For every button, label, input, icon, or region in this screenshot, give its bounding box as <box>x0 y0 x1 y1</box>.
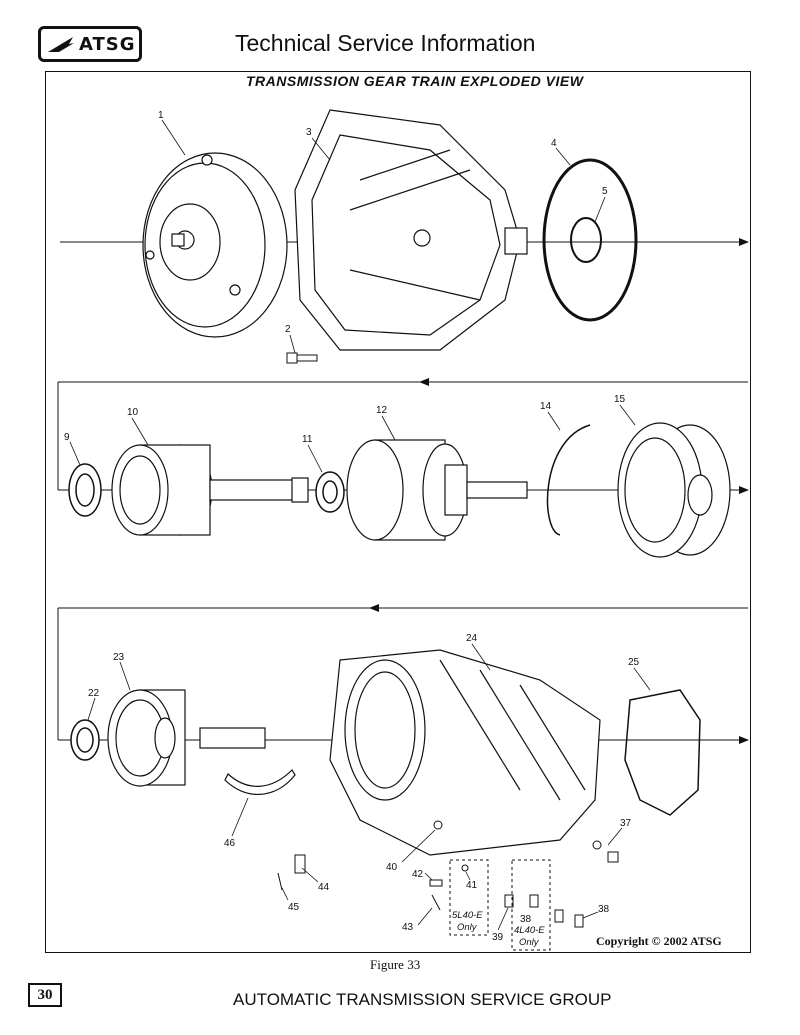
callout-39: 39 <box>492 932 504 943</box>
callout-43: 43 <box>402 922 414 933</box>
figure-caption: Figure 33 <box>370 957 421 972</box>
callout-labels: 1 2 3 4 5 9 10 11 12 14 15 22 23 24 25 3… <box>64 110 640 943</box>
clutch-pack-15 <box>617 422 731 558</box>
callout-5: 5 <box>602 186 608 197</box>
diagram-title: TRANSMISSION GEAR TRAIN EXPLODED VIEW <box>246 73 584 89</box>
footer-org-name: AUTOMATIC TRANSMISSION SERVICE GROUP <box>233 990 612 1009</box>
snap-ring-14 <box>546 424 591 536</box>
leader-lines <box>69 119 651 931</box>
callout-23: 23 <box>113 652 125 663</box>
page-number: 30 <box>28 983 62 1007</box>
callout-38a: 38 <box>598 904 610 915</box>
seal-22 <box>70 719 100 761</box>
page-title: Technical Service Information <box>235 30 536 56</box>
note-4l40-line1: 4L40-E <box>514 925 545 936</box>
callout-12: 12 <box>376 405 388 416</box>
callout-25: 25 <box>628 657 640 668</box>
callout-42: 42 <box>412 869 424 880</box>
gasket-25 <box>624 689 701 816</box>
variant-note-boxes <box>449 859 551 951</box>
callout-4: 4 <box>551 138 557 149</box>
callout-24: 24 <box>466 633 478 644</box>
callout-14: 14 <box>540 401 552 412</box>
callout-44: 44 <box>318 882 330 893</box>
callout-40: 40 <box>386 862 398 873</box>
ring-gear-23 <box>107 689 266 787</box>
callout-9: 9 <box>64 432 70 443</box>
diagram-frame <box>45 71 751 953</box>
callout-46: 46 <box>224 838 236 849</box>
small-parts <box>277 820 619 928</box>
note-5l40-line2: Only <box>457 922 478 933</box>
drum-10 <box>111 444 309 536</box>
callout-10: 10 <box>127 407 139 418</box>
thrust-washer-11 <box>315 471 345 513</box>
bolt <box>286 352 318 364</box>
clutch-housing-12 <box>346 439 528 541</box>
callout-2: 2 <box>285 324 291 335</box>
bell-housing <box>294 109 528 351</box>
callout-11: 11 <box>302 434 313 445</box>
transmission-case-24 <box>329 649 601 856</box>
callout-41: 41 <box>466 880 478 891</box>
note-5l40-line1: 5L40-E <box>452 910 483 921</box>
callout-22: 22 <box>88 688 100 699</box>
washer-9 <box>68 463 102 517</box>
torque-converter <box>142 152 288 338</box>
callout-1: 1 <box>158 110 164 121</box>
bracket-46 <box>224 769 296 795</box>
callout-38b: 38 <box>520 914 532 925</box>
atsg-logo: ATSG <box>38 26 142 62</box>
callout-15: 15 <box>614 394 626 405</box>
callout-45: 45 <box>288 902 300 913</box>
callout-3: 3 <box>306 127 312 138</box>
note-4l40-line2: Only <box>519 937 540 948</box>
copyright: Copyright © 2002 ATSG <box>596 934 722 948</box>
wing-icon <box>48 37 74 52</box>
callout-37: 37 <box>620 818 632 829</box>
logo-text: ATSG <box>79 33 136 55</box>
seal-ring <box>542 158 638 322</box>
